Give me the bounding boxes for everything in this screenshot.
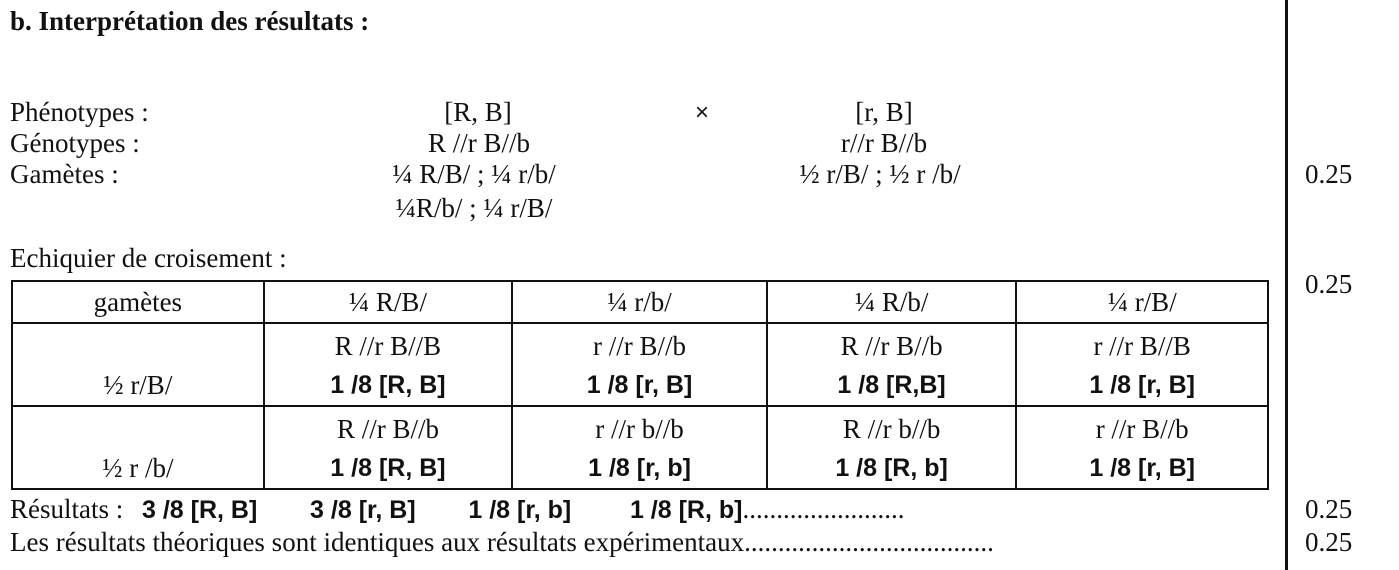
- cell-phenotype: 1 /8 [R,B]: [837, 371, 946, 399]
- result-item: 1 /8 [r, b]: [468, 496, 572, 524]
- cell-phenotype: 1 /8 [r, B]: [586, 371, 693, 399]
- cell-genotype: r //r B//b: [1095, 414, 1189, 444]
- cell-genotype: R //r B//B: [334, 331, 442, 361]
- table-cell: R //r b//b 1 /8 [R, b]: [765, 405, 1018, 490]
- echiquier-label: Echiquier de croisement :: [10, 243, 287, 273]
- table-row: ½ r/B/ R //r B//B 1 /8 [R, B] r //r B//b 1…: [11, 322, 1269, 407]
- result-item: 1 /8 [R, b]: [629, 496, 743, 524]
- cell-phenotype: 1 /8 [r, B]: [1089, 371, 1195, 399]
- header-cell: ¼ R/b/: [765, 280, 1018, 324]
- cross-symbol: ×: [694, 99, 710, 126]
- cell-phenotype: 1 /8 [R, B]: [330, 454, 446, 482]
- cell-genotype: r //r b//b: [595, 414, 684, 444]
- cell-phenotype: 1 /8 [R, B]: [330, 371, 446, 399]
- table-cell: R //r B//B 1 /8 [R, B]: [262, 322, 514, 407]
- parent1-gametes-line2: ¼R/b/ ; ¼ r/B/: [395, 193, 553, 223]
- gametes-label: Gamètes :: [10, 159, 119, 189]
- genotypes-label: Génotypes :: [10, 128, 140, 158]
- score-results: 0.25: [1305, 494, 1353, 524]
- header-cell: ¼ r/B/: [1015, 280, 1269, 324]
- row-gamete-cell: ½ r/B/: [11, 322, 265, 407]
- results-dots: ........................: [742, 494, 905, 524]
- score-echiquier: 0.25: [1305, 269, 1353, 299]
- header-cell: gamètes: [11, 280, 265, 324]
- parent1-phenotype: [R, B]: [444, 97, 512, 127]
- table-row: ½ r /b/ R //r B//b 1 /8 [R, B] r //r b//b…: [11, 405, 1269, 490]
- table-cell: r //r B//b 1 /8 [r, B]: [1015, 405, 1269, 490]
- cell-genotype: r //r B//b: [593, 331, 687, 361]
- cell-phenotype: 1 /8 [r, b]: [588, 454, 691, 482]
- result-item: 3 /8 [r, B]: [310, 496, 416, 524]
- cell-genotype: R //r B//b: [336, 414, 439, 444]
- parent1-gametes-line1: ¼ R/B/ ; ¼ r/b/: [392, 159, 556, 189]
- row-gamete-cell: ½ r /b/: [11, 405, 265, 490]
- score-margin-divider: [1285, 0, 1288, 570]
- parent1-genotype: R //r B//b: [427, 128, 531, 158]
- table-cell: r //r B//B 1 /8 [r, B]: [1015, 322, 1269, 407]
- score-gametes: 0.25: [1305, 159, 1353, 189]
- phenotypes-label: Phénotypes :: [10, 97, 149, 127]
- table-cell: R //r B//b 1 /8 [R, B]: [262, 405, 514, 490]
- section-title: b. Interprétation des résultats :: [10, 6, 370, 36]
- table-cell: r //r B//b 1 /8 [r, B]: [511, 322, 768, 407]
- header-cell: ¼ R/B/: [262, 280, 514, 324]
- parent2-phenotype: [r, B]: [855, 97, 913, 127]
- score-conclusion: 0.25: [1305, 527, 1353, 557]
- cell-genotype: r //r B//B: [1093, 331, 1191, 361]
- results-line: Résultats : 3 /8 [R, B] 3 /8 [r, B] 1 /8…: [10, 494, 904, 525]
- cell-genotype: R //r b//b: [842, 414, 941, 444]
- results-label: Résultats :: [10, 494, 124, 524]
- table-header-row: gamètes ¼ R/B/ ¼ r/b/ ¼ R/b/ ¼ r/B/: [11, 280, 1269, 324]
- cell-phenotype: 1 /8 [r, B]: [1089, 454, 1195, 482]
- punnett-square-table: gamètes ¼ R/B/ ¼ r/b/ ¼ R/b/ ¼ r/B/ ½ r/…: [11, 280, 1269, 490]
- cell-genotype: R //r B//b: [840, 331, 943, 361]
- parent2-gametes-line1: ½ r/B/ ; ½ r /b/: [799, 159, 961, 189]
- header-cell: ¼ r/b/: [511, 280, 768, 324]
- result-item: 3 /8 [R, B]: [142, 496, 258, 524]
- table-cell: R //r B//b 1 /8 [R,B]: [765, 322, 1018, 407]
- parent2-genotype: r//r B//b: [840, 128, 928, 158]
- table-cell: r //r b//b 1 /8 [r, b]: [511, 405, 768, 490]
- conclusion-text: Les résultats théoriques sont identiques…: [10, 527, 994, 557]
- cell-phenotype: 1 /8 [R, b]: [835, 454, 948, 482]
